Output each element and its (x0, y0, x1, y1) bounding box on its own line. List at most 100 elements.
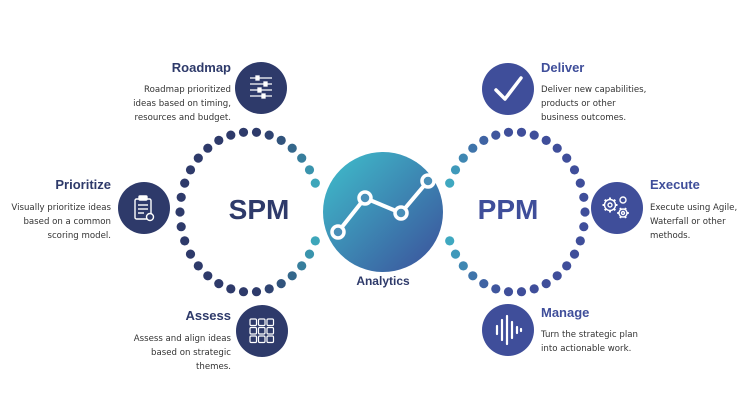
loop-dot (175, 207, 185, 217)
loop-dot (226, 284, 236, 294)
prioritize-title: Prioritize (55, 177, 111, 192)
loop-dot (575, 236, 585, 246)
loop-dot (516, 127, 527, 137)
loop-dot (203, 143, 213, 153)
line-chart-icon (330, 173, 436, 240)
loop-dot (468, 271, 478, 281)
assess-title: Assess (185, 308, 231, 323)
loop-dot (310, 236, 320, 246)
loop-dot (579, 222, 589, 232)
dotted-loops (175, 127, 590, 297)
loop-dot (251, 287, 262, 297)
loop-dot (238, 287, 249, 297)
gears-icon (602, 196, 629, 219)
loop-dot (214, 279, 224, 289)
deliver-desc-3: business outcomes. (541, 113, 626, 123)
spm-label: SPM (229, 194, 290, 225)
checkmark-icon (494, 76, 523, 101)
loop-dot (541, 135, 551, 145)
loop-dot (176, 192, 186, 202)
loop-dot (297, 261, 307, 271)
node-deliver: Deliver Deliver new capabilities, produc… (482, 60, 646, 123)
loop-dot (580, 207, 590, 217)
loop-dot (185, 249, 196, 259)
loop-dot (304, 249, 315, 259)
loop-dot (529, 284, 539, 294)
loop-dot (541, 279, 551, 289)
loop-dot (276, 135, 286, 145)
assess-desc-2: based on strategic (151, 348, 231, 358)
deliver-title: Deliver (541, 60, 584, 75)
execute-desc-2: Waterfall or other (650, 217, 726, 227)
loop-dot (276, 279, 286, 289)
loop-dot (562, 153, 572, 163)
execute-desc-1: Execute using Agile, (650, 203, 737, 213)
roadmap-desc-1: Roadmap prioritized (144, 85, 231, 95)
sliders-icon (250, 75, 272, 99)
deliver-circle (482, 63, 534, 115)
loop-dot (503, 287, 514, 297)
loop-dot (579, 192, 589, 202)
loop-dot (226, 130, 236, 140)
loop-dot (180, 178, 190, 188)
loop-dot (445, 178, 455, 188)
node-roadmap: Roadmap Roadmap prioritized ideas based … (133, 60, 287, 123)
loop-dot (193, 261, 203, 271)
roadmap-desc-3: resources and budget. (135, 113, 231, 123)
loop-dot (297, 153, 307, 163)
roadmap-title: Roadmap (172, 60, 231, 75)
loop-dot (529, 130, 539, 140)
loop-dot (287, 143, 297, 153)
roadmap-desc-2: ideas based on timing, (133, 99, 231, 109)
execute-circle (591, 182, 643, 234)
deliver-desc-1: Deliver new capabilities, (541, 85, 646, 95)
prioritize-desc-1: Visually prioritize ideas (11, 203, 111, 213)
loop-dot (450, 165, 461, 175)
assess-circle (236, 305, 288, 357)
loop-dot (458, 153, 468, 163)
assess-desc-1: Assess and align ideas (134, 334, 232, 344)
manage-desc-1: Turn the strategic plan (540, 330, 638, 340)
clipboard-icon (134, 195, 155, 222)
grid-icon (249, 318, 275, 344)
deliver-desc-2: products or other (541, 99, 616, 109)
loop-dot (552, 143, 562, 153)
prioritize-circle (118, 182, 170, 234)
loop-dot (450, 249, 461, 259)
manage-title: Manage (541, 305, 589, 320)
loop-dot (503, 127, 514, 137)
loop-dot (516, 287, 527, 297)
loop-dot (569, 165, 580, 175)
execute-title: Execute (650, 177, 700, 192)
loop-dot (569, 249, 580, 259)
node-prioritize: Prioritize Visually prioritize ideas bas… (11, 177, 170, 241)
analytics-hub: Analytics (323, 152, 443, 288)
loop-dot (238, 127, 249, 137)
prioritize-desc-3: scoring model. (47, 231, 111, 241)
execute-desc-3: methods. (650, 231, 690, 241)
loop-dot (479, 279, 489, 289)
loop-dot (310, 178, 320, 188)
loop-dot (193, 153, 203, 163)
loop-dot (562, 261, 572, 271)
loop-dot (304, 165, 315, 175)
loop-dot (491, 284, 501, 294)
loop-dot (203, 271, 213, 281)
loop-dot (552, 271, 562, 281)
assess-desc-3: themes. (196, 362, 231, 372)
loop-dot (185, 165, 196, 175)
loop-dot (445, 236, 455, 246)
loop-dot (575, 178, 585, 188)
loop-dot (491, 130, 501, 140)
loop-dot (287, 271, 297, 281)
analytics-circle (323, 152, 443, 272)
analytics-label: Analytics (356, 274, 410, 288)
node-execute: Execute Execute using Agile, Waterfall o… (591, 177, 737, 241)
loop-dot (479, 135, 489, 145)
prioritize-desc-2: based on a common (23, 217, 111, 227)
loop-dot (214, 135, 224, 145)
loop-dot (251, 127, 262, 137)
loop-dot (180, 236, 190, 246)
loop-dot (468, 143, 478, 153)
